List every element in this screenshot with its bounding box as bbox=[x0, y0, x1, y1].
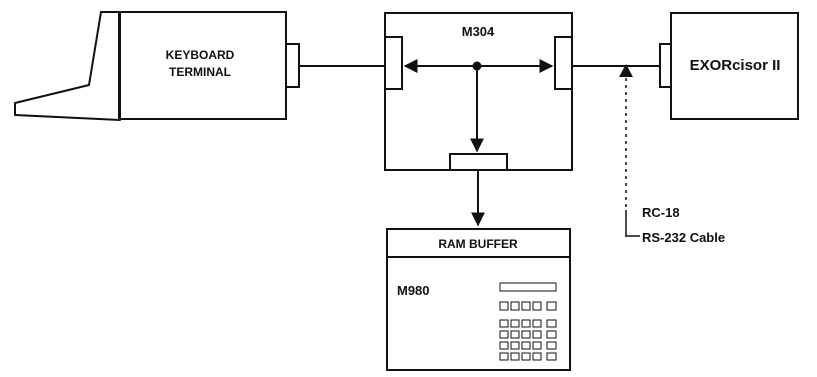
panel-row-a-key bbox=[511, 302, 519, 310]
panel-key bbox=[547, 320, 556, 327]
panel-row-a-key bbox=[522, 302, 530, 310]
panel-key bbox=[533, 331, 541, 338]
panel-key bbox=[500, 320, 508, 327]
panel-key bbox=[533, 342, 541, 349]
panel-key bbox=[522, 342, 530, 349]
keyboard-terminal-port bbox=[286, 44, 299, 87]
panel-row-a-key bbox=[533, 302, 541, 310]
panel-key bbox=[522, 353, 530, 360]
m304-bottom-port bbox=[450, 154, 507, 170]
panel-key bbox=[522, 320, 530, 327]
panel-key bbox=[511, 353, 519, 360]
ram-buffer-block: RAM BUFFER M980 bbox=[387, 229, 570, 370]
m304-left-port bbox=[385, 37, 402, 89]
panel-key bbox=[547, 353, 556, 360]
cable-part-label: RC-18 bbox=[642, 205, 680, 220]
panel-key bbox=[500, 342, 508, 349]
keyboard-terminal: KEYBOARD TERMINAL bbox=[15, 12, 299, 120]
exorcisor-label: EXORcisor II bbox=[690, 57, 781, 74]
panel-key bbox=[511, 320, 519, 327]
m304-label: M304 bbox=[462, 24, 495, 39]
panel-key bbox=[533, 353, 541, 360]
panel-key bbox=[522, 331, 530, 338]
panel-row-a-key bbox=[547, 302, 556, 310]
ram-buffer-panel bbox=[500, 283, 556, 360]
keyboard-terminal-outline bbox=[15, 12, 120, 120]
cable-type-label: RS-232 Cable bbox=[642, 230, 725, 245]
panel-key bbox=[547, 342, 556, 349]
m304-right-port bbox=[555, 37, 572, 89]
panel-row-a-key bbox=[500, 302, 508, 310]
panel-display bbox=[500, 283, 556, 291]
panel-key bbox=[533, 320, 541, 327]
panel-key bbox=[511, 342, 519, 349]
m304-block: M304 bbox=[385, 13, 572, 170]
ram-buffer-model-label: M980 bbox=[397, 283, 430, 298]
m304-junction-dot bbox=[473, 62, 482, 71]
keyboard-label: KEYBOARD bbox=[166, 48, 235, 62]
panel-key bbox=[547, 331, 556, 338]
cable-callout: RC-18 RS-232 Cable bbox=[619, 64, 725, 245]
panel-key bbox=[511, 331, 519, 338]
exorcisor-port bbox=[660, 44, 671, 87]
panel-key bbox=[500, 331, 508, 338]
panel-key bbox=[500, 353, 508, 360]
ram-buffer-header: RAM BUFFER bbox=[438, 237, 518, 251]
exorcisor-block: EXORcisor II bbox=[660, 13, 798, 119]
terminal-label: TERMINAL bbox=[169, 65, 231, 79]
